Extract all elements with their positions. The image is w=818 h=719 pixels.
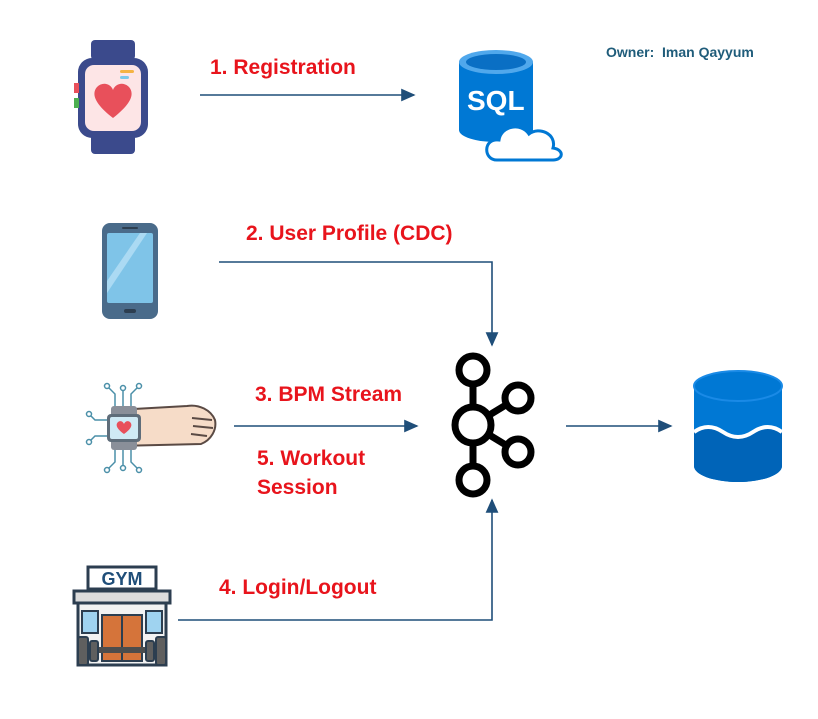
gym-text: GYM [101,569,142,589]
owner-label: Owner: Iman Qayyum [606,44,754,60]
arrow-user-profile [219,261,499,347]
flow-label-user-profile: 2. User Profile (CDC) [246,222,453,245]
smartwatch-icon [74,40,148,154]
flow-label-bpm-stream: 3. BPM Stream [255,383,403,406]
flow-label-workout-line2: Session [257,476,338,499]
kafka-icon [451,352,535,498]
data-store-icon [692,370,784,482]
sql-text: SQL [467,85,525,116]
flow-label-workout-line1: 5. Workout [257,447,366,470]
arrow-login-logout [178,498,499,621]
flow-label-workout-session: 5. Workout Session [257,444,365,502]
flow-label-registration: 1. Registration [210,56,356,79]
flow-label-login-logout: 4. Login/Logout [219,576,377,599]
sql-database-icon: SQL [459,50,563,162]
gym-building-icon: GYM [72,565,172,667]
smartphone-icon [102,223,158,319]
wrist-wearable-icon [85,382,217,474]
owner-name: Iman Qayyum [662,44,754,60]
owner-prefix: Owner: [606,44,655,60]
